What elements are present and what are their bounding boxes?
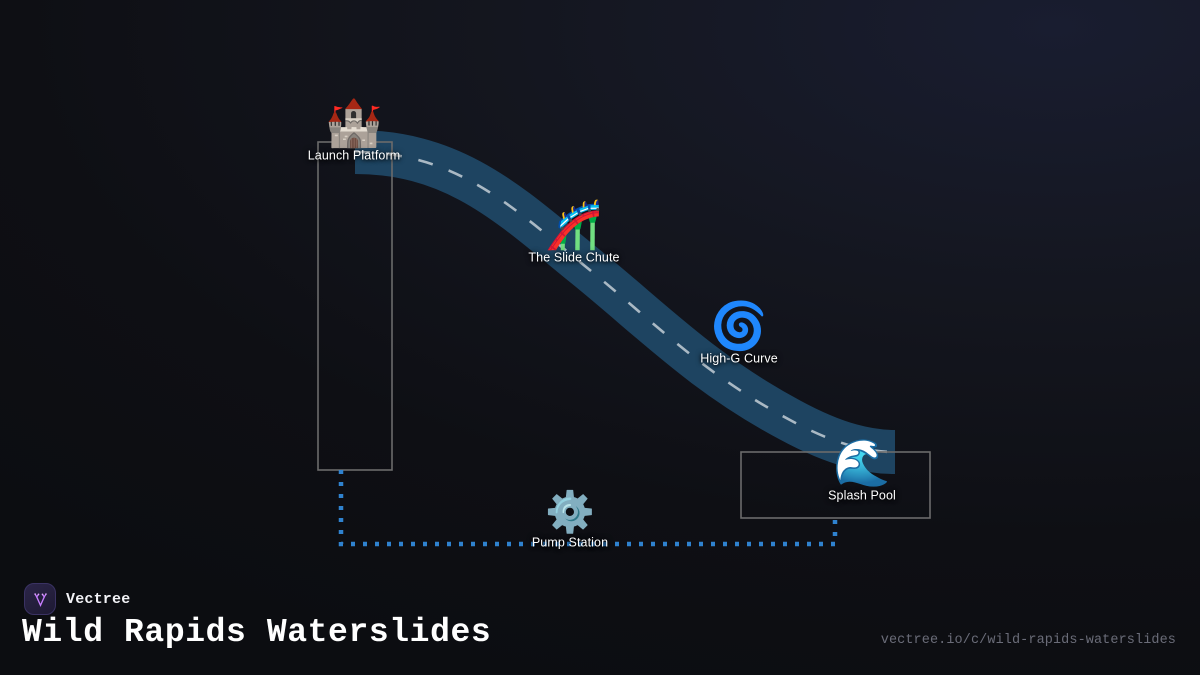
zone-splash[interactable] [740, 451, 931, 519]
roller-coaster-icon: 🎢 [545, 198, 603, 251]
vectree-v-tree-icon [24, 583, 56, 615]
node-pump-station[interactable]: ⚙️ Pump Station [532, 491, 608, 550]
node-label: The Slide Chute [528, 250, 620, 265]
share-url: vectree.io/c/wild-rapids-waterslides [880, 633, 1176, 648]
pump-return-pipe[interactable] [338, 470, 838, 547]
brand-name: Vectree [66, 590, 131, 608]
node-label: Launch Platform [307, 148, 401, 163]
gear-icon: ⚙️ [545, 490, 595, 535]
node-label: Splash Pool [828, 488, 896, 503]
page-footer: Vectree Wild Rapids Waterslides vectree.… [0, 570, 1200, 675]
flume-body [354, 130, 896, 474]
cyclone-icon: 🌀 [710, 299, 768, 352]
pipe-layer [338, 470, 838, 547]
brand[interactable]: Vectree [24, 583, 130, 615]
castle-icon: 🏰 [325, 96, 383, 149]
node-label: High-G Curve [700, 351, 778, 366]
diagram-canvas[interactable]: 🏰 Launch Platform 🎢 The Slide Chute 🌀 Hi… [0, 0, 1200, 570]
node-launch-platform[interactable]: 🏰 Launch Platform [308, 98, 401, 163]
node-the-slide-chute[interactable]: 🎢 The Slide Chute [528, 200, 619, 265]
zone-layer [317, 141, 931, 519]
water-wave-icon: 🌊 [833, 436, 891, 489]
slide-path-layer [354, 130, 896, 474]
node-label: Pump Station [531, 535, 609, 550]
node-splash-pool[interactable]: 🌊 Splash Pool [828, 438, 896, 503]
page-title: Wild Rapids Waterslides [22, 614, 492, 651]
node-high-g-curve[interactable]: 🌀 High-G Curve [700, 301, 778, 366]
zone-tower[interactable] [317, 141, 393, 471]
waterslide-flume [354, 130, 896, 474]
